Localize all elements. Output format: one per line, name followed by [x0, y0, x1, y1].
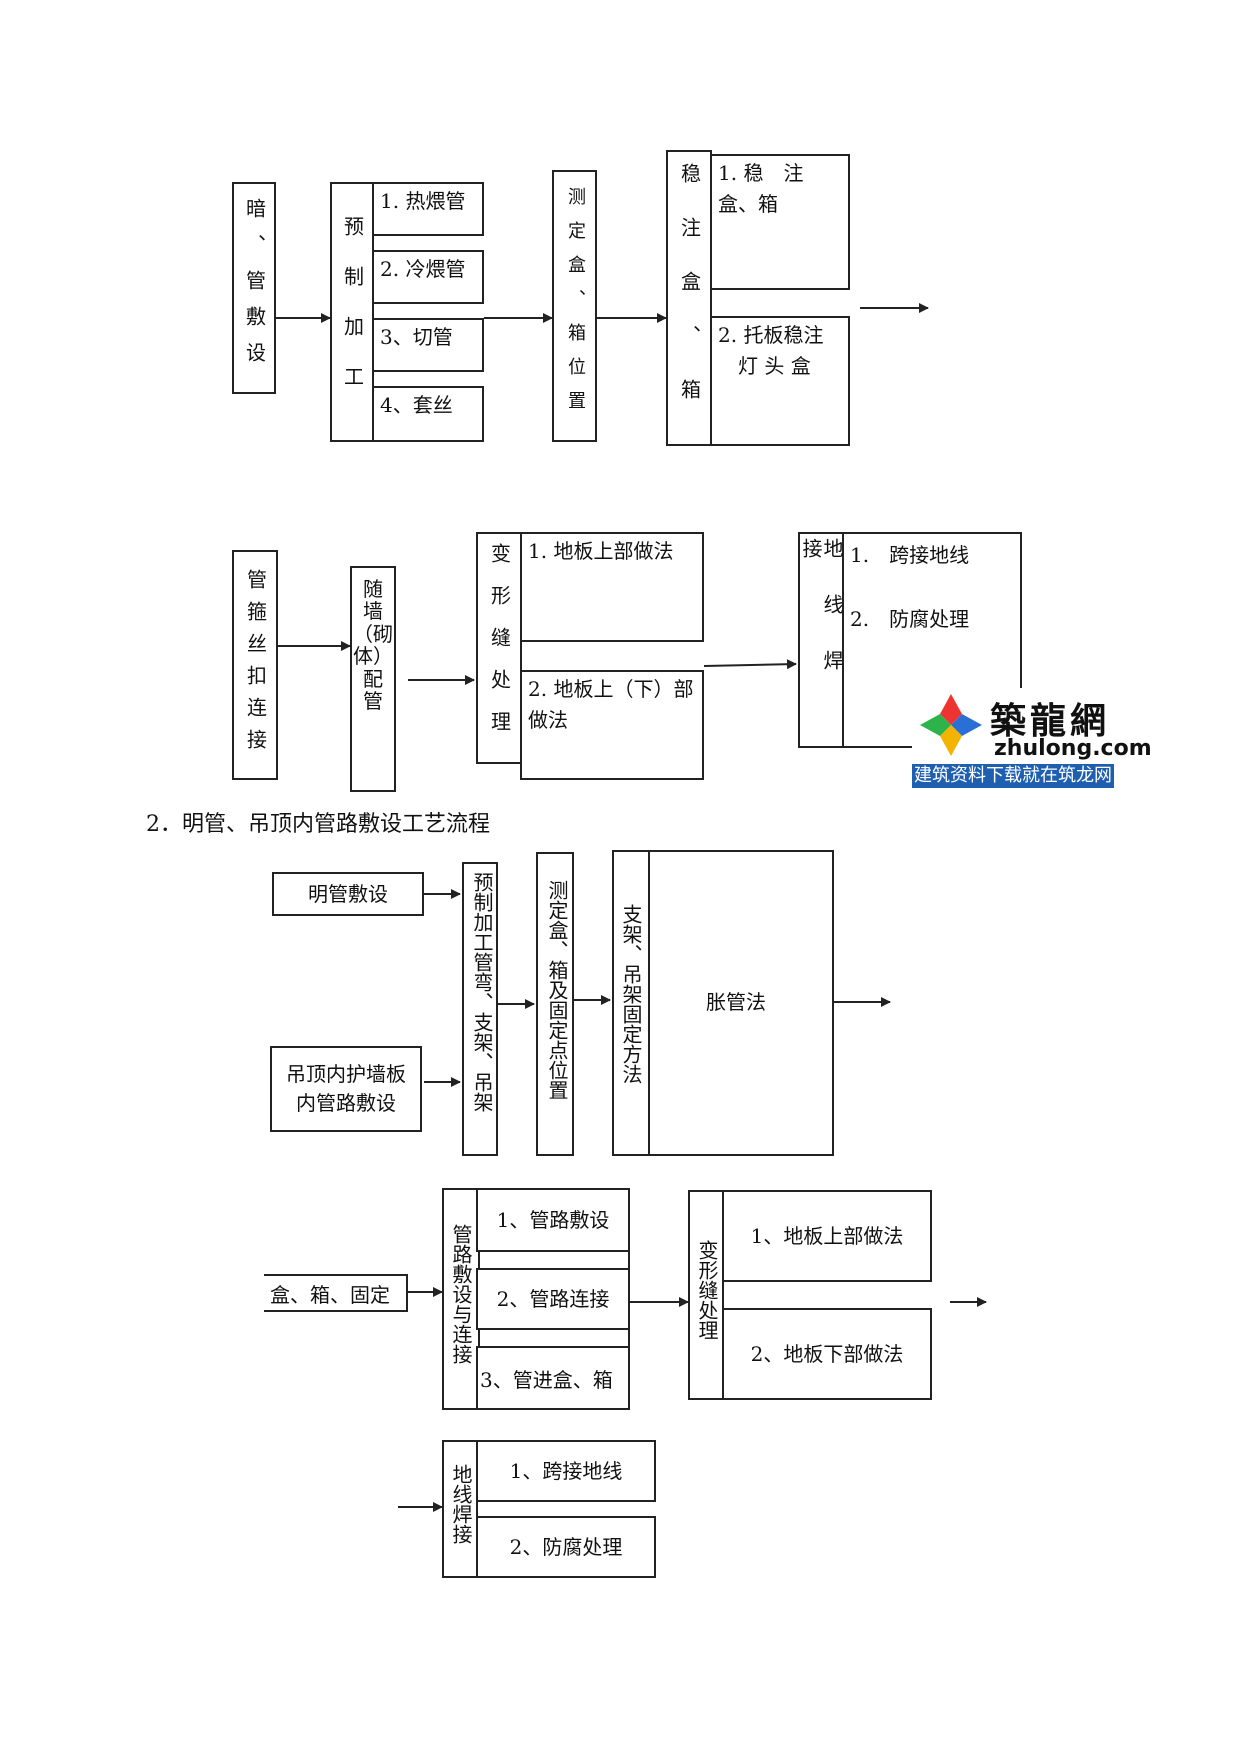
laying-item-1: 1、管路敷设 — [476, 1188, 630, 1252]
prefab-item-4: 4、套丝 — [372, 386, 484, 442]
node-label: 盒、箱、固定 — [270, 1282, 390, 1307]
steady-item-2: 2. 托板稳注 灯 头 盒 — [710, 316, 850, 446]
node-label: 明管敷设 — [308, 881, 388, 906]
item-label: 2. 防腐处理 — [850, 607, 970, 631]
node-label: 变形缝处理 — [487, 543, 512, 753]
item-label: 2. 托板稳注 灯 头 盒 — [718, 323, 824, 378]
item-label: 2. 地板上（下）部 做法 — [528, 677, 694, 732]
node-deform-joint: 变形缝处理 — [476, 532, 522, 764]
laying-label-column: 管路敷设与连接 — [444, 1190, 480, 1408]
node-measure-position: 测定盒、箱位置 — [552, 170, 597, 442]
node-ground-weld-2: 地线焊接 — [442, 1440, 478, 1578]
node-label: 暗、管敷设 — [242, 198, 267, 378]
node-label: 预制加工 — [332, 184, 372, 448]
item-label: 2、防腐处理 — [509, 1534, 623, 1559]
item-label: 1、管路敷设 — [496, 1207, 610, 1232]
prefab-label: 预制加工 — [340, 216, 365, 416]
node-prefab-bend: 预制加工管弯、支架、吊架 — [462, 862, 498, 1156]
item-label: 2、地板下部做法 — [750, 1341, 904, 1366]
node-deform-joint-2: 变形缝处理 — [688, 1190, 724, 1400]
wall-char: 墙 — [363, 599, 383, 624]
deform-item-1: 1. 地板上部做法 — [520, 532, 704, 642]
item-label: 1、地板上部做法 — [750, 1223, 904, 1248]
steady-item-1: 1. 稳 注 盒、箱 — [710, 154, 850, 290]
item-label: 3、管进盒、箱 — [480, 1367, 613, 1392]
item-label: 1. 热煨管 — [380, 189, 466, 213]
logo-icon — [920, 694, 982, 756]
prefab-item-2: 2. 冷煨管 — [372, 250, 484, 304]
node-box-fix: 盒、箱、固定 — [264, 1274, 408, 1312]
prefab-item-3: 3、切管 — [372, 318, 484, 372]
item-label: 4、套丝 — [380, 393, 453, 417]
wall-char: 管 — [363, 688, 383, 713]
wall-char: 体） — [353, 644, 393, 669]
logo-name: 築龍網 — [990, 701, 1111, 742]
ground-item-1: 1. 跨接地线 — [844, 538, 975, 573]
node-label: 测定盒、箱位置 — [564, 187, 586, 425]
ground-item-2: 2. 防腐处理 — [844, 602, 975, 637]
node-label: 管箍丝扣连接 — [243, 569, 268, 761]
node-prefab: 预制加工 — [330, 182, 374, 442]
node-label: 管路敷设与连接 — [449, 1224, 473, 1364]
node-wall-pipe: 随 墙 （砌 体） 配 管 — [350, 566, 396, 792]
node-label: 支架、吊架固定方法 — [619, 904, 643, 1084]
node-ceiling-pipe: 吊顶内护墙板 内管路敷设 — [270, 1046, 422, 1132]
prefab-item-1: 1. 热煨管 — [372, 182, 484, 236]
node-label: 变形缝处理 — [695, 1240, 719, 1340]
wall-char: 随 — [363, 577, 383, 601]
deform2-item-1: 1、地板上部做法 — [722, 1190, 932, 1282]
laying-item-3: 3、管进盒、箱 — [476, 1346, 630, 1410]
expand-method-label: 胀管法 — [706, 990, 766, 1014]
node-label: 测定盒、箱及固定点位置 — [545, 880, 569, 1100]
node-concealed-pipe: 暗、管敷设 — [232, 182, 276, 394]
item-label: 3、切管 — [380, 325, 453, 349]
laying-item-2: 2、管路连接 — [476, 1268, 630, 1330]
node-label: 吊顶内护墙板 内管路敷设 — [286, 1062, 406, 1115]
item-label: 1. 跨接地线 — [850, 543, 970, 567]
item-label: 1. 地板上部做法 — [528, 539, 674, 563]
zhulong-logo: 築龍網 zhulong.com 建筑资料下载就在筑龙网 — [912, 688, 1152, 788]
support-label-column: 支架、吊架固定方法 — [614, 852, 650, 1154]
deform2-item-2: 2、地板下部做法 — [722, 1308, 932, 1400]
item-label: 2、管路连接 — [496, 1286, 610, 1311]
node-label: 稳注盒、箱 — [677, 163, 702, 433]
item-label: 1. 稳 注 盒、箱 — [718, 161, 804, 216]
logo-domain: zhulong.com — [994, 736, 1152, 761]
wall-char: （砌 — [353, 621, 393, 646]
node-label: 地线焊接 — [799, 538, 844, 706]
node-label: 预制加工管弯、支架、吊架 — [470, 872, 494, 1112]
logo-slogan: 建筑资料下载就在筑龙网 — [912, 764, 1114, 788]
node-support-method: 支架、吊架固定方法 胀管法 — [612, 850, 834, 1156]
node-exposed-pipe: 明管敷设 — [272, 872, 424, 916]
ground2-item-2: 2、防腐处理 — [476, 1516, 656, 1578]
node-pipe-hoop: 管箍丝扣连接 — [232, 550, 278, 780]
node-steady-box: 稳注盒、箱 — [666, 150, 712, 446]
ground2-item-1: 1、跨接地线 — [476, 1440, 656, 1502]
deform-item-2: 2. 地板上（下）部 做法 — [520, 670, 704, 780]
arrow — [703, 659, 797, 670]
section-heading: 2．明管、吊顶内管路敷设工艺流程 — [146, 812, 490, 837]
item-label: 2. 冷煨管 — [380, 257, 466, 281]
wall-char: 配 — [363, 666, 383, 691]
node-label: 地线焊接 — [449, 1464, 473, 1544]
node-measure-fixpoint: 测定盒、箱及固定点位置 — [536, 852, 574, 1156]
item-label: 1、跨接地线 — [509, 1458, 623, 1483]
ground-label-column: 地线焊接 — [799, 534, 844, 746]
